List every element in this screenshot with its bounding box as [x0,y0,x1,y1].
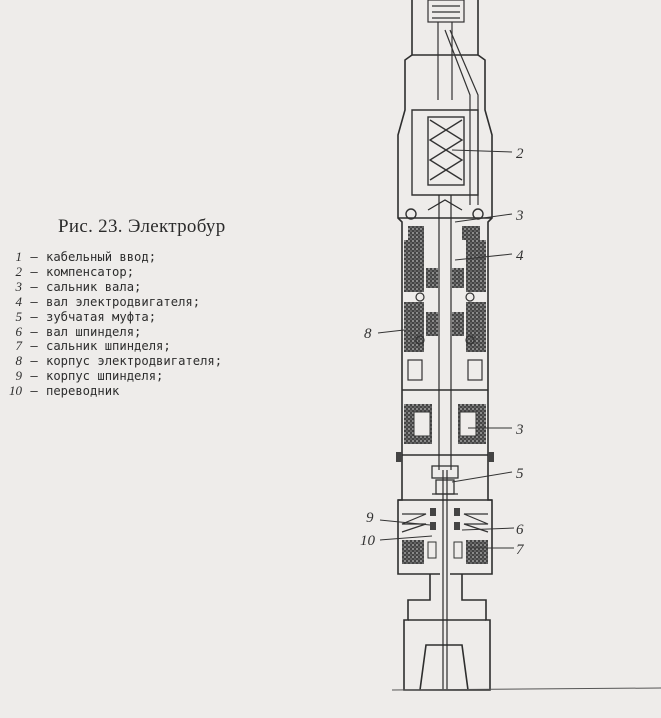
legend-text: вал шпинделя; [46,324,142,339]
legend-text: сальник вала; [46,279,142,294]
legend-item: 10—переводник [9,383,120,399]
motor-stator [404,240,486,381]
legend-number: 5 [15,308,23,324]
legend-item: 7—сальник шпинделя; [8,339,222,354]
leader-lines [377,149,515,549]
legend-number: 1 [15,249,23,264]
legend-item: 8—корпус электродвигателя; [8,353,223,369]
shaft-seal-upper [405,208,484,240]
motor-shaft [427,195,463,690]
legend-number: 8 [15,353,23,369]
callout-4: 4 [516,248,524,264]
legend-text: компенсатор; [46,264,135,279]
legend-number: 10 [9,383,22,399]
legend-text: переводник [46,384,120,399]
callout-3-upper: 3 [515,208,524,224]
callout-3-lower: 3 [515,422,524,438]
legend-number: 6 [15,323,23,339]
housing-outline [397,0,493,691]
legend-number: 3 [15,278,23,294]
figure-caption: Рис. 23. Электробур [58,216,226,237]
callout-9: 9 [366,510,374,526]
ground-line [391,687,661,691]
shaft-seal-lower [396,404,494,462]
legend-item: 4—вал электродвигателя; [8,293,222,310]
legend-text: вал электродвигателя; [46,294,201,309]
callout-10: 10 [360,533,376,549]
gear-coupling [431,465,459,495]
legend-number: 2 [15,263,23,279]
callout-8: 8 [364,326,372,342]
legend-text: корпус электродвигателя; [46,354,223,369]
legend-text: корпус шпинделя; [46,369,164,384]
legend-item: 1—кабельный ввод; [8,249,222,265]
legend-text: кабельный ввод; [46,250,157,264]
callout-2: 2 [516,146,524,162]
legend-item: 2—компенсатор; [8,263,222,280]
legend-item: 3—сальник вала; [8,278,222,295]
legend-number: 7 [15,338,23,354]
legend-item: 5—зубчатая муфта; [8,308,222,325]
legend-item: 9—корпус шпинделя; [8,368,222,384]
callout-7: 7 [516,542,525,558]
legend-number: 4 [15,293,23,309]
callout-6: 6 [516,522,524,538]
callout-5: 5 [516,466,524,482]
spindle-bearings [401,508,489,564]
parts-legend: 1—кабельный ввод; 2—компенсатор; 3—сальн… [8,249,223,399]
legend-text: сальник шпинделя; [46,339,171,354]
legend-item: 6—вал шпинделя; [8,323,222,340]
legend-number: 9 [15,368,23,384]
legend-text: зубчатая муфта; [46,309,157,324]
compensator [411,109,479,196]
